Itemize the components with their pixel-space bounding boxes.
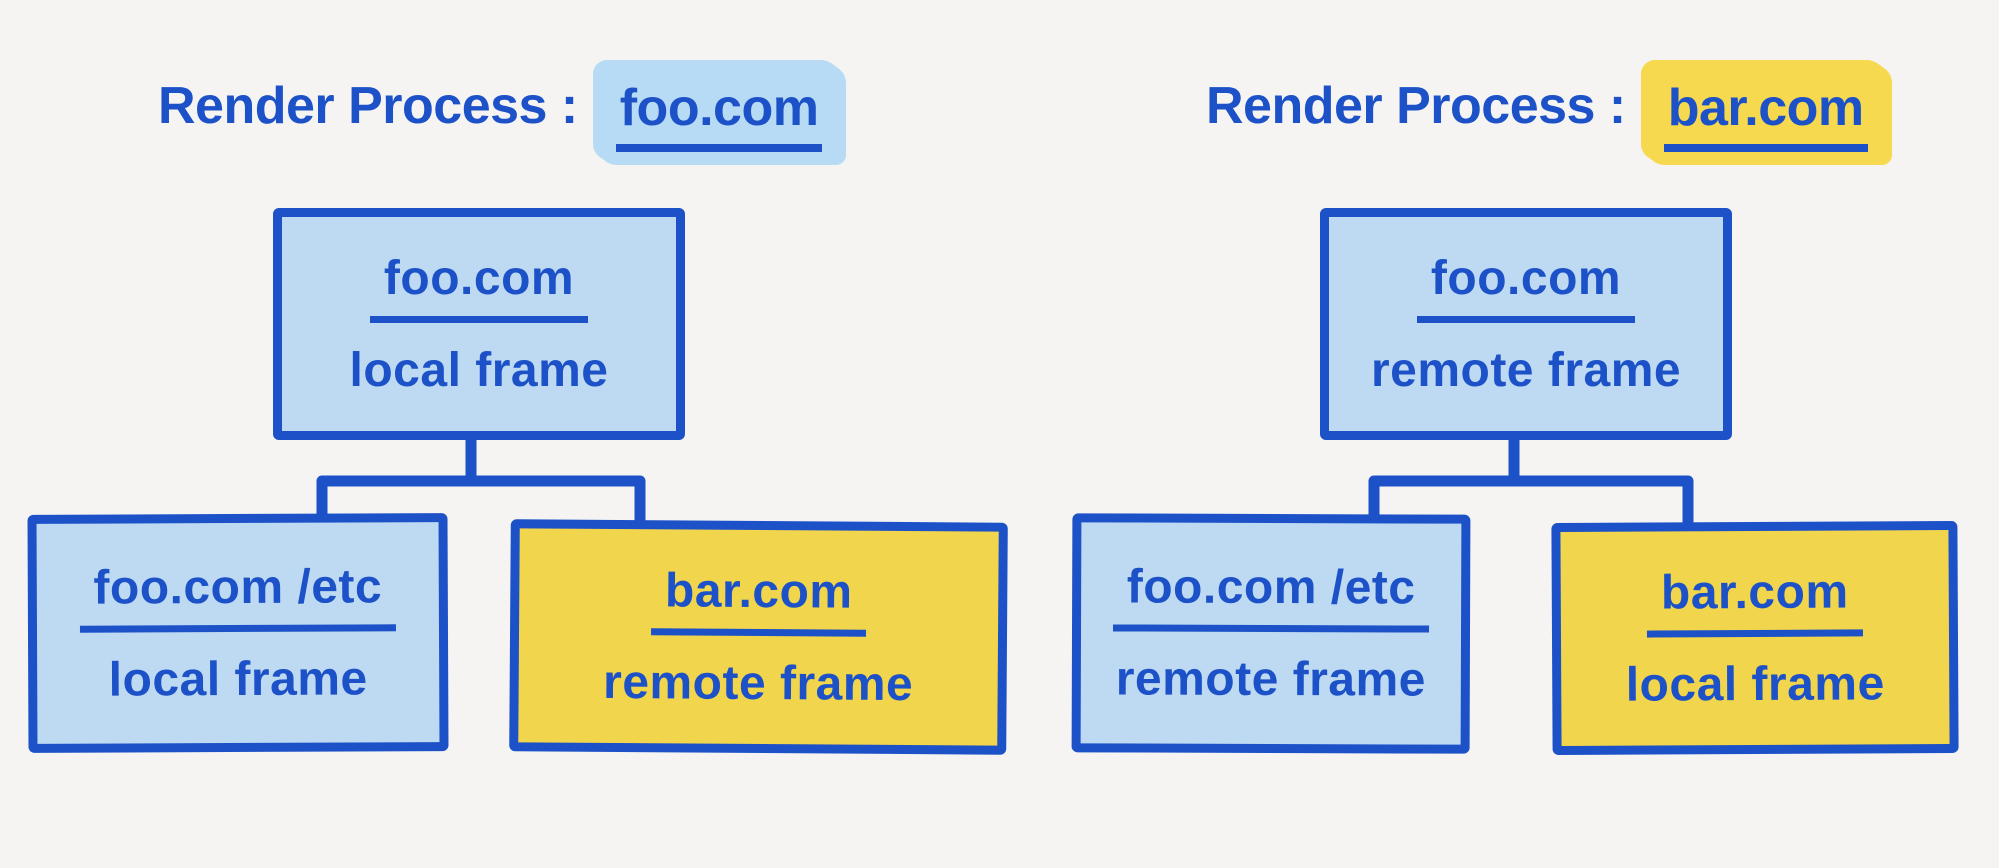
node-foo-com-etc-local-frame: foo.com /etc local frame (27, 513, 449, 753)
node-foo-com-remote-frame: foo.com remote frame (1320, 208, 1732, 440)
node-bar-com-local-frame: bar.com local frame (1551, 520, 1959, 756)
title-domain: bar.com (1663, 78, 1868, 152)
render-process-title-bar: Render Process : bar.com (1206, 62, 1888, 162)
node-domain: foo.com /etc (79, 558, 397, 633)
node-frame-type: remote frame (1115, 652, 1426, 707)
title-domain: foo.com (615, 78, 823, 152)
node-domain: bar.com (650, 562, 867, 637)
title-domain-highlight-yellow: bar.com (1643, 62, 1888, 162)
node-frame-type: local frame (108, 651, 368, 707)
node-frame-type: local frame (1625, 656, 1885, 712)
node-foo-com-etc-remote-frame: foo.com /etc remote frame (1071, 513, 1471, 754)
node-frame-type: remote frame (1370, 343, 1682, 397)
title-domain-highlight-blue: foo.com (595, 62, 843, 162)
node-domain: bar.com (1646, 563, 1863, 638)
render-process-title-foo: Render Process : foo.com (158, 62, 843, 162)
node-frame-type: remote frame (602, 655, 914, 711)
title-prefix: Render Process : (158, 77, 578, 135)
node-foo-com-local-frame: foo.com local frame (273, 208, 685, 440)
node-frame-type: local frame (349, 343, 609, 397)
title-prefix: Render Process : (1206, 77, 1626, 135)
node-domain: foo.com /etc (1112, 559, 1430, 633)
node-domain: foo.com (1416, 251, 1636, 323)
node-domain: foo.com (369, 251, 589, 323)
node-bar-com-remote-frame: bar.com remote frame (509, 519, 1008, 755)
